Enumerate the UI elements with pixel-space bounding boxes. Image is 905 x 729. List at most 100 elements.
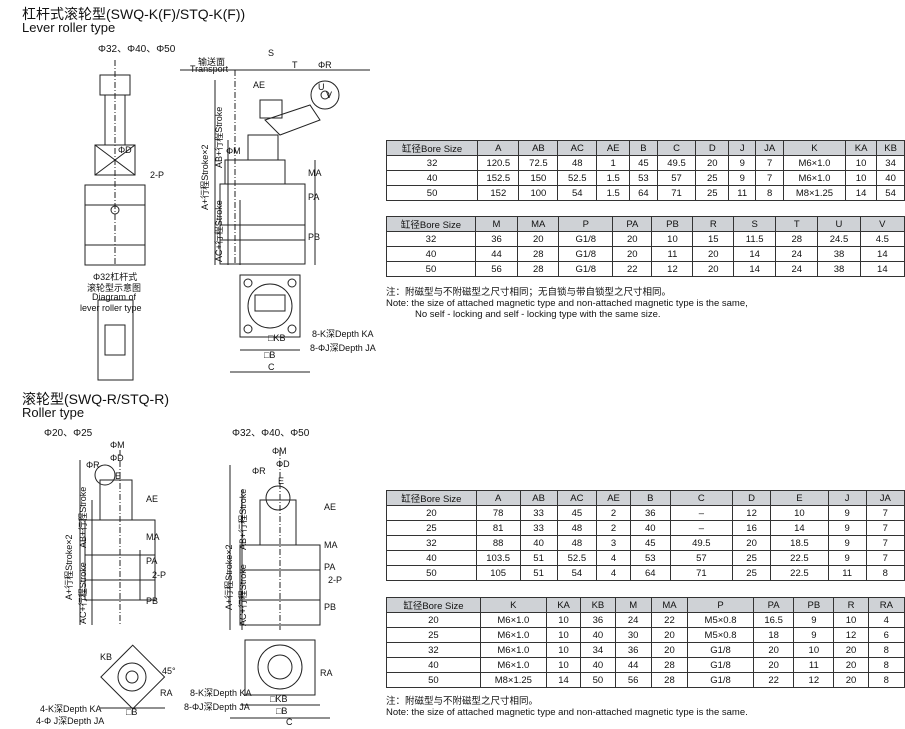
table-header-cell: P	[558, 216, 614, 232]
table-cell: 88	[475, 535, 521, 551]
s2-label-c-right: C	[286, 717, 293, 727]
table-cell: 40	[580, 657, 616, 673]
table-cell: 57	[656, 170, 697, 186]
label-ae: AE	[253, 80, 266, 90]
table-header-cell: MA	[517, 216, 560, 232]
table-cell: 10	[770, 505, 829, 521]
table-header-cell: A	[475, 490, 521, 506]
table-cell: 10	[845, 155, 878, 171]
table-header-cell: D	[695, 140, 730, 156]
table-cell: 33	[519, 505, 558, 521]
table-cell: 25	[695, 170, 730, 186]
table-header-cell: D	[732, 490, 772, 506]
s2-label-e-right: E	[278, 476, 285, 486]
table-cell: 7	[755, 170, 784, 186]
table-cell: 20	[386, 505, 477, 521]
transport-label-en: Transport	[190, 64, 229, 74]
table-cell: 7	[865, 550, 905, 566]
table-cell: 40	[386, 246, 476, 262]
table-header-cell: B	[629, 140, 658, 156]
s2-label-ma-left: MA	[146, 532, 160, 542]
table-header-cell: U	[817, 216, 861, 232]
table-cell: 100	[518, 185, 559, 201]
diagram-caption-en2: lever roller type	[80, 303, 142, 313]
label-phi-d: ΦD	[118, 145, 132, 155]
s2-label-stroke-ab-left: AB+行程Stroke	[78, 486, 88, 548]
table-cell: 20	[612, 231, 653, 247]
table-cell: 6	[867, 627, 905, 643]
table-header-cell: AE	[596, 140, 631, 156]
table-cell: 9	[827, 535, 867, 551]
table-cell: 45	[629, 155, 658, 171]
table-cell: 4.5	[859, 231, 905, 247]
table-cell: 38	[817, 246, 861, 262]
s2-label-phi-m-left: ΦM	[110, 440, 125, 450]
table-cell: 9	[827, 520, 867, 536]
s2-label-k-depth-left: 4-K深Depth KA	[40, 704, 102, 714]
section1-note-en2: No self - locking and self - locking typ…	[415, 309, 661, 320]
table-cell: 18	[752, 627, 795, 643]
table-cell: G1/8	[687, 657, 754, 673]
table-cell: M5×0.8	[687, 627, 754, 643]
table-cell: 48	[556, 520, 598, 536]
s2-label-kb-left: KB	[100, 652, 113, 662]
table-cell: 12	[732, 505, 772, 521]
table-cell: 45	[629, 535, 671, 551]
s2-label-phi-r-left: ΦR	[86, 460, 100, 470]
table-cell: 1.5	[596, 185, 631, 201]
table-cell: 71	[656, 185, 697, 201]
table-cell: 50	[386, 565, 477, 581]
label-stroke-a: A+行程Stroke×2	[200, 144, 210, 210]
table-cell: 152.5	[477, 170, 520, 186]
label-v: V	[326, 90, 333, 100]
table-cell: 45	[556, 505, 598, 521]
table-cell: 22	[612, 261, 653, 277]
table-header-cell: KA	[845, 140, 878, 156]
table-cell: 103.5	[475, 550, 521, 566]
table-cell: 14	[859, 261, 905, 277]
table-cell: M6×1.0	[479, 627, 547, 643]
table-cell: 12	[833, 627, 869, 643]
table-cell: 32	[385, 155, 479, 171]
table-cell: 4	[596, 565, 631, 581]
table-cell: 52.5	[557, 170, 598, 186]
table-cell: 72.5	[518, 155, 559, 171]
table-cell: 36	[614, 642, 652, 658]
s2-label-stroke-ac-left: AC+行程Stroke	[78, 562, 88, 624]
section1-title-en: Lever roller type	[22, 20, 116, 35]
table-cell: 1.5	[596, 170, 631, 186]
table-cell: 48	[557, 155, 598, 171]
s2-label-k-depth-right: 8-K深Depth KA	[190, 688, 252, 698]
table-cell: 2	[596, 520, 631, 536]
section1-title-cn: 杠杆式滚轮型(SWQ-K(F)/STQ-K(F))	[22, 6, 246, 22]
table-cell: 22.5	[770, 550, 829, 566]
table-header-cell: PA	[752, 597, 795, 613]
table-cell: 49.5	[656, 155, 697, 171]
table-cell: 9	[827, 505, 867, 521]
table-cell: 10	[545, 642, 582, 658]
table-header-cell: R	[692, 216, 735, 232]
table-cell: 20	[650, 627, 689, 643]
section2-sizes-left: Φ20、Φ25	[44, 428, 93, 439]
table-cell: 8	[867, 672, 905, 688]
table-cell: M8×1.25	[479, 672, 547, 688]
table-cell: 40	[876, 170, 905, 186]
s2-label-phi-r-right: ΦR	[252, 466, 266, 476]
table-cell: M6×1.0	[479, 657, 547, 673]
table-cell: 10	[545, 612, 582, 628]
label-phi-r: ΦR	[318, 60, 332, 70]
table-cell: 4	[867, 612, 905, 628]
table-cell: 18.5	[770, 535, 829, 551]
table-cell: 48	[556, 535, 598, 551]
table-header-cell: PB	[651, 216, 694, 232]
table-cell: 11	[651, 246, 694, 262]
